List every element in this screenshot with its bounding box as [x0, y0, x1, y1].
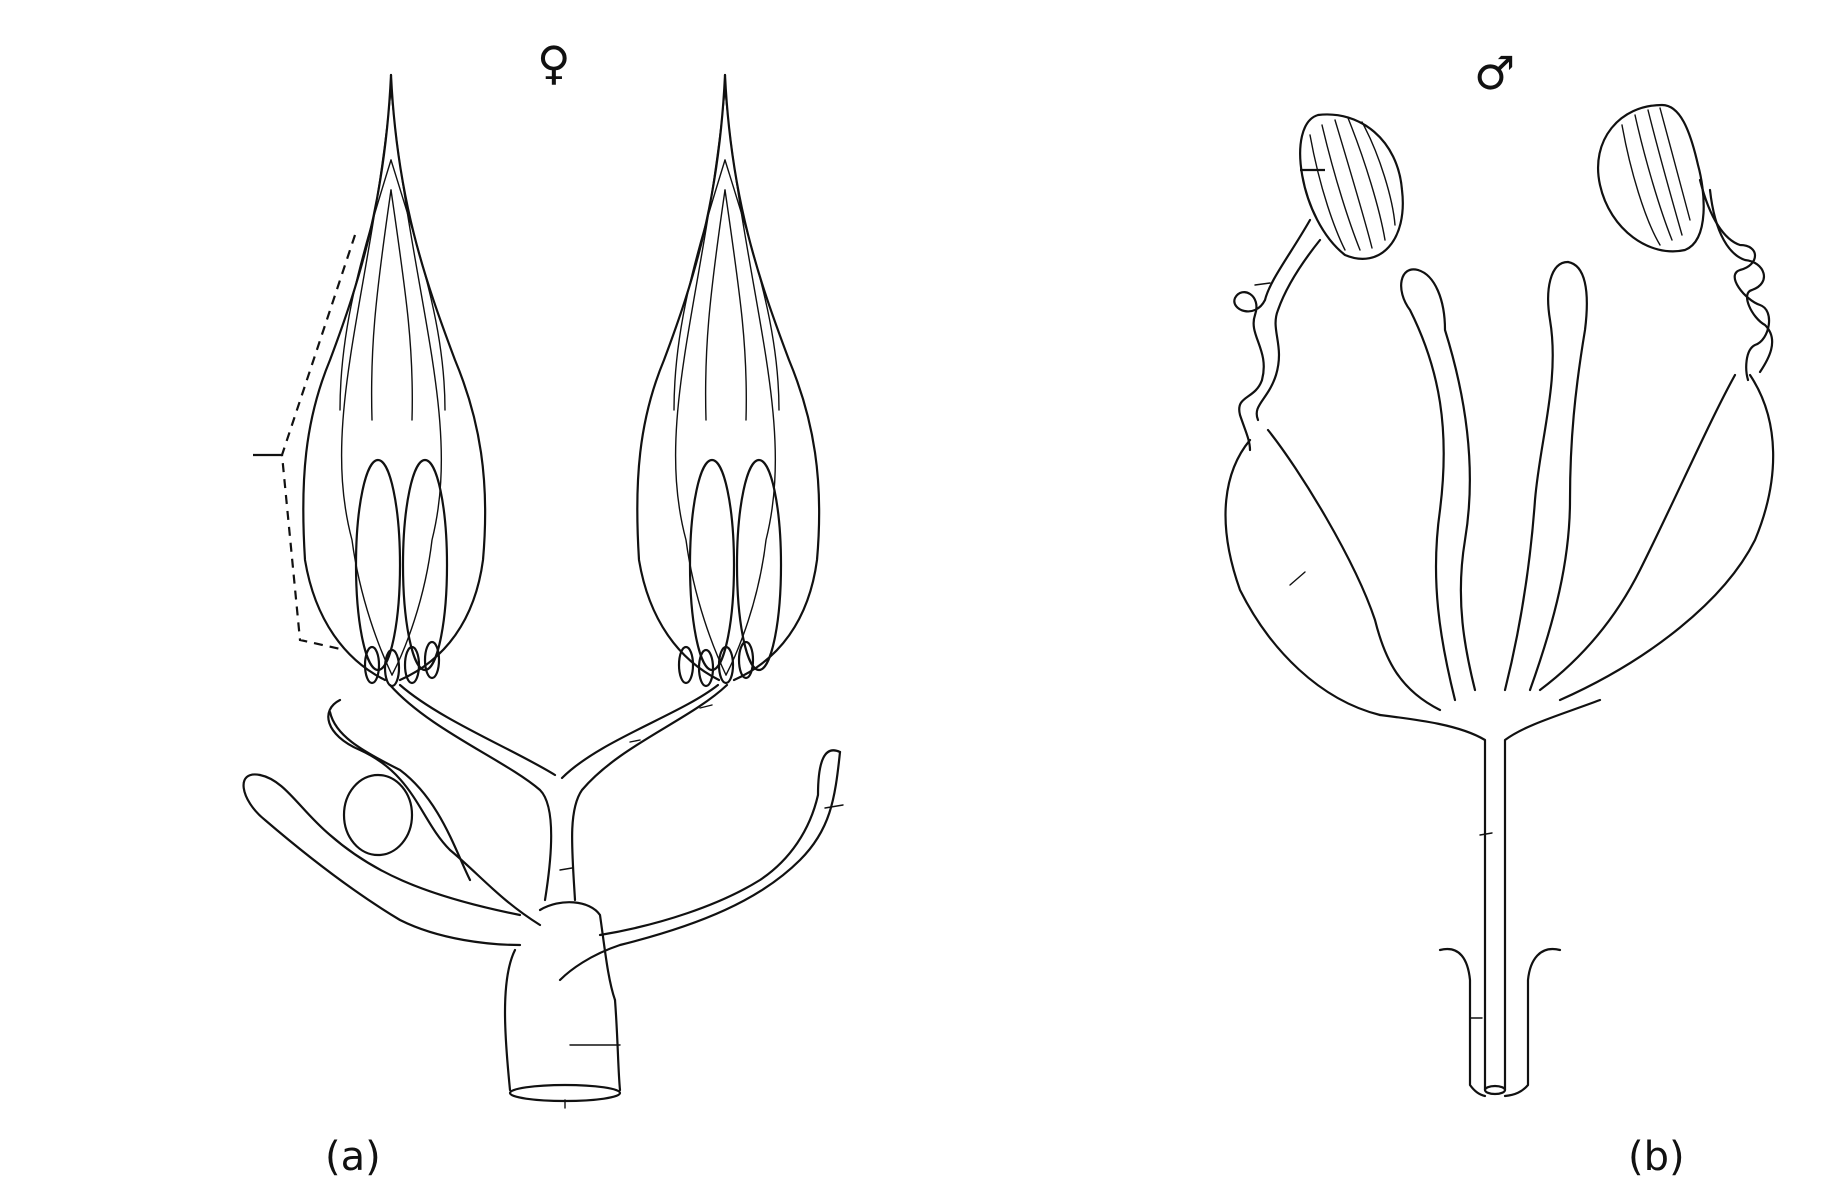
left-testis: [1299, 113, 1404, 260]
vasa-deferentia: [1233, 178, 1774, 452]
left-ovary: [302, 73, 487, 688]
ovariole-bracket: [280, 234, 357, 652]
female-reproductive-diagram: [242, 73, 844, 1109]
male-reproductive-diagram: [1224, 103, 1775, 1098]
ejaculatory-duct: [1378, 698, 1602, 1096]
aedeagus-sheath: [1438, 947, 1562, 1098]
female-symbol: ♀: [537, 36, 571, 90]
spermatheca: [327, 698, 542, 927]
oviducts: [388, 683, 729, 902]
accessory-glands: [242, 749, 844, 982]
seminal-vesicles: [1224, 373, 1775, 717]
right-testis: [1597, 103, 1705, 253]
male-accessory-glands: [1400, 260, 1588, 702]
right-ovary: [636, 73, 821, 688]
male-symbol: ♂: [1474, 46, 1516, 100]
genital-chamber: [503, 704, 713, 1109]
caption-b: (b): [1628, 1134, 1685, 1180]
caption-a: (a): [325, 1134, 381, 1180]
